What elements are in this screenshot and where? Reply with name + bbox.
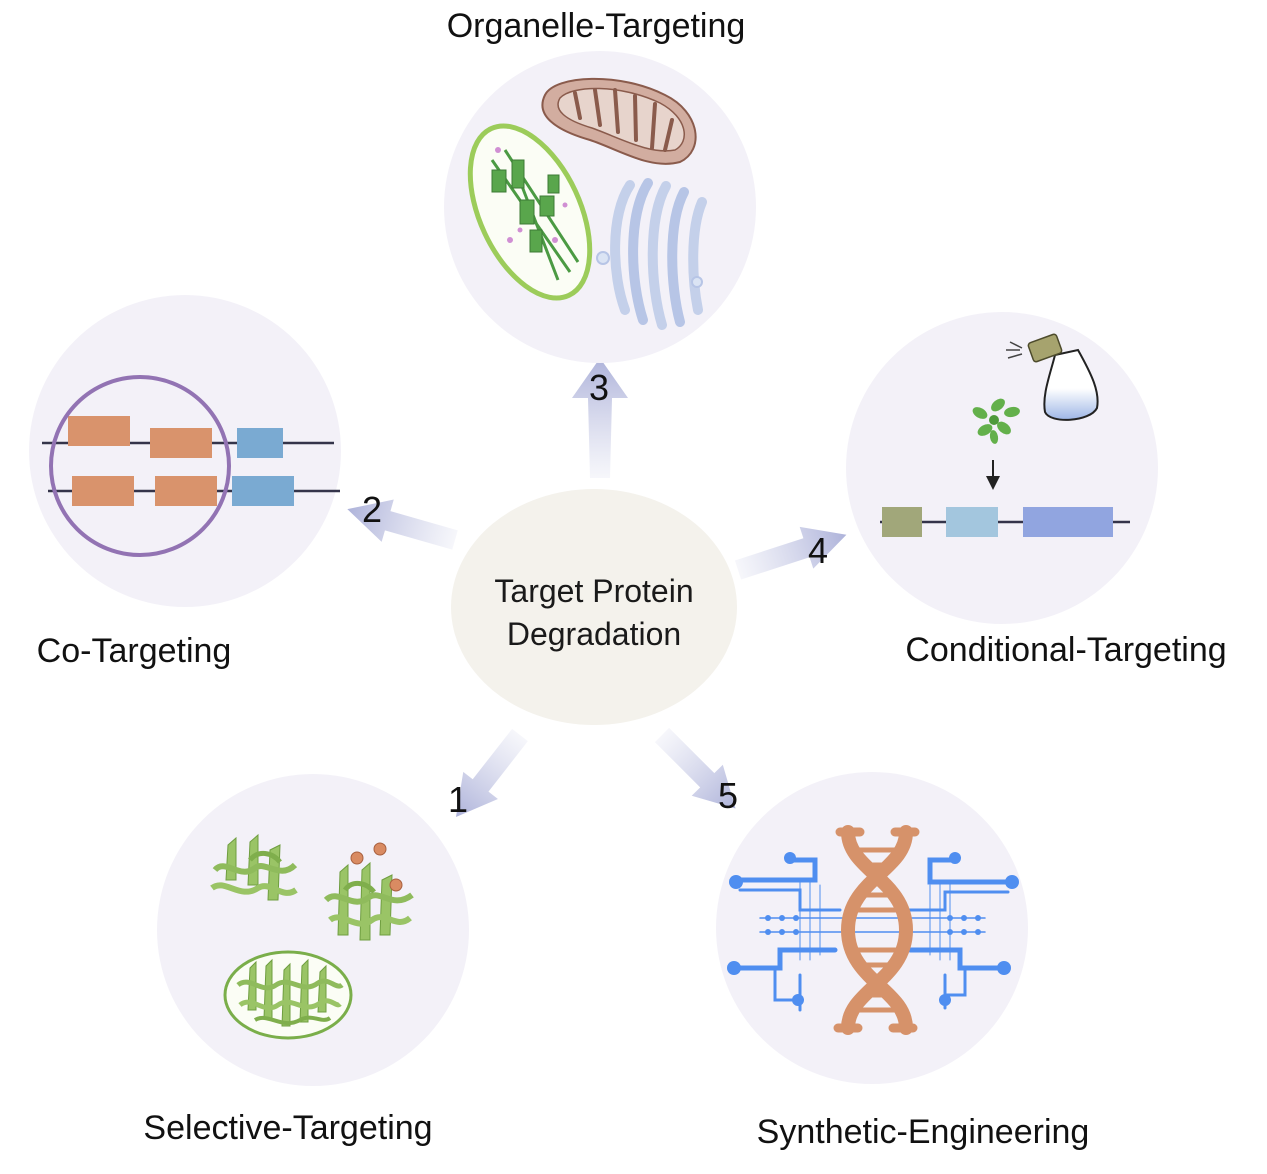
target-gene-block bbox=[1023, 507, 1113, 537]
arrow-5 bbox=[654, 727, 736, 809]
protein-aggregate-icon bbox=[223, 950, 353, 1040]
promoter-block bbox=[882, 507, 922, 537]
selective-circle bbox=[157, 774, 469, 1086]
title-co-targeting: Co-Targeting bbox=[37, 632, 232, 670]
center-label-line2: Degradation bbox=[507, 616, 681, 652]
ligand-icon bbox=[350, 842, 403, 892]
chloroplast-icon bbox=[467, 123, 593, 301]
gene-block bbox=[237, 428, 283, 458]
arrow-1 bbox=[455, 728, 528, 817]
dna-helix-icon bbox=[833, 825, 920, 1035]
gene-block bbox=[150, 428, 212, 458]
number-2: 2 bbox=[362, 489, 382, 530]
title-synthetic-engineering: Synthetic-Engineering bbox=[757, 1113, 1090, 1151]
gene-block bbox=[72, 476, 134, 506]
nucleus-ring bbox=[49, 375, 231, 557]
arrow-2 bbox=[347, 499, 458, 550]
center-node bbox=[451, 489, 737, 725]
center-label-line1: Target Protein bbox=[494, 573, 693, 609]
organelle-circle bbox=[444, 51, 756, 363]
number-3: 3 bbox=[589, 367, 609, 408]
arrow-3 bbox=[572, 358, 628, 478]
protein-icon bbox=[210, 833, 298, 901]
number-1: 1 bbox=[448, 779, 468, 820]
seedling-icon bbox=[972, 398, 1020, 444]
co-targeting-circle bbox=[29, 295, 341, 607]
conditional-circle bbox=[846, 312, 1158, 624]
title-selective-targeting: Selective-Targeting bbox=[143, 1109, 432, 1147]
gene-block bbox=[155, 476, 217, 506]
gene-block bbox=[232, 476, 294, 506]
arrow-4 bbox=[734, 526, 847, 580]
switch-block bbox=[946, 507, 998, 537]
protein-icon bbox=[323, 861, 414, 941]
golgi-icon bbox=[596, 178, 707, 330]
synthetic-circle bbox=[716, 772, 1028, 1084]
number-5: 5 bbox=[718, 775, 738, 816]
circuit-node-icon bbox=[727, 852, 1019, 1006]
title-conditional-targeting: Conditional-Targeting bbox=[905, 631, 1226, 669]
spray-bottle-icon bbox=[1006, 333, 1099, 421]
gene-block bbox=[68, 416, 130, 446]
title-organelle-targeting: Organelle-Targeting bbox=[447, 7, 746, 45]
down-arrow-icon bbox=[986, 460, 1000, 490]
mitochondrion-icon bbox=[541, 77, 697, 165]
number-4: 4 bbox=[808, 530, 828, 571]
